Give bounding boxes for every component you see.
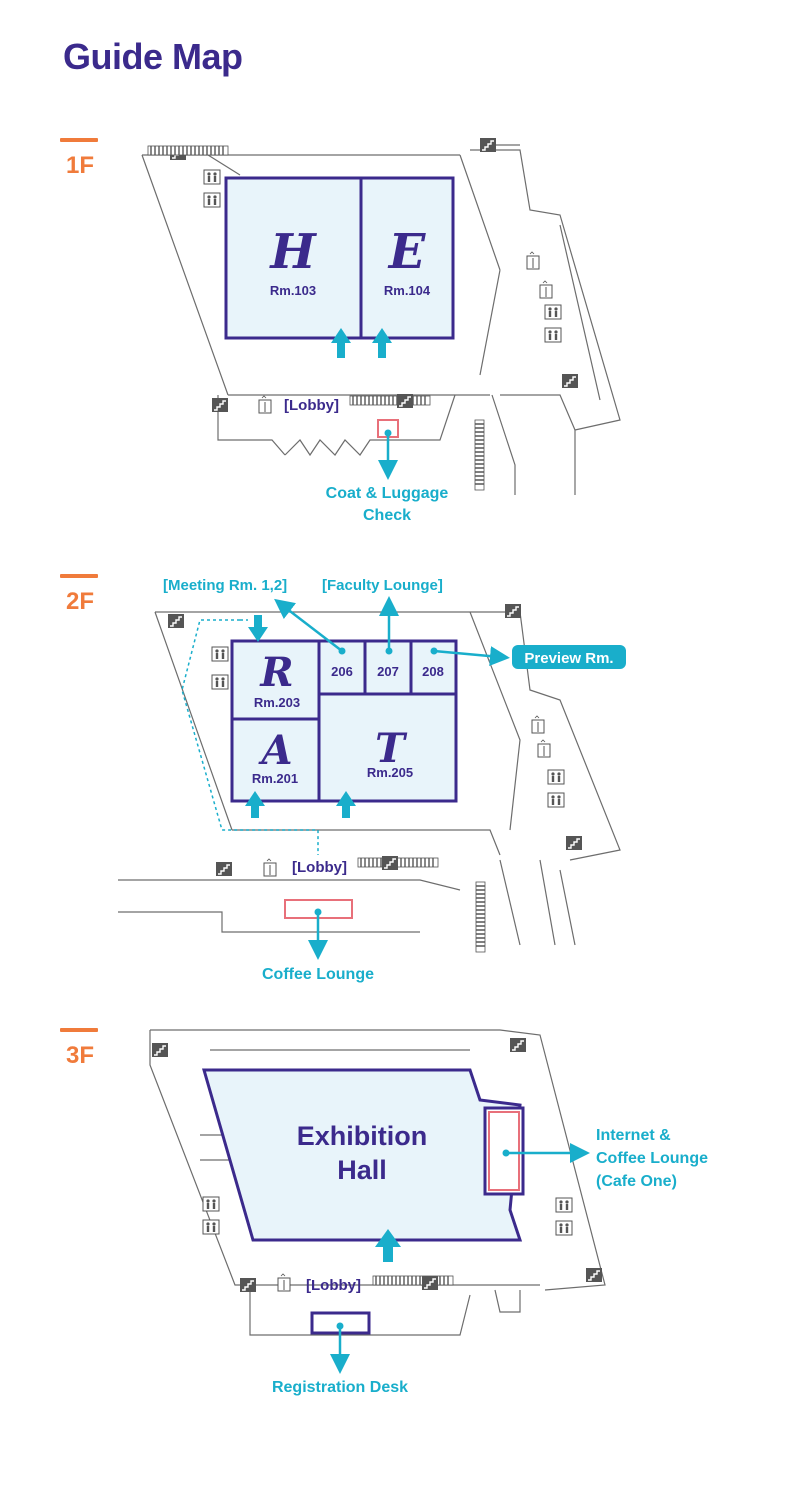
stairs-icon <box>211 397 229 413</box>
restroom-icon <box>555 1197 573 1213</box>
room-201 <box>230 717 321 803</box>
restroom-icon <box>202 1196 220 1212</box>
room-206-label: 206 <box>331 664 353 679</box>
floor-2f-bar <box>60 574 98 578</box>
lobby-2f-label: [Lobby] <box>292 859 347 876</box>
elevator-icon <box>537 739 551 758</box>
entry-arrow-3f <box>375 1229 401 1262</box>
elevator-icon <box>531 715 545 734</box>
gate-icon <box>147 145 229 156</box>
registration-desk-label: Registration Desk <box>272 1379 408 1396</box>
restroom-icon <box>547 792 565 808</box>
room-104-label: Rm.104 <box>384 283 431 298</box>
stairs-icon <box>509 1037 527 1053</box>
room-208-label: 208 <box>422 664 444 679</box>
escalator-icon <box>349 395 431 406</box>
stairs-icon <box>167 613 185 629</box>
elevator-icon <box>539 280 553 299</box>
restroom-icon <box>203 169 221 185</box>
stairs-icon <box>504 603 522 619</box>
room-e-letter: E <box>387 224 427 280</box>
restroom-icon <box>544 327 562 343</box>
meeting-room-label: [Meeting Rm. 1,2] <box>163 577 287 594</box>
stairs-icon <box>151 1042 169 1058</box>
escalator-icon <box>381 855 399 871</box>
elevator-icon <box>263 858 277 877</box>
room-a-letter: A <box>257 727 292 774</box>
page-title: Guide Map <box>63 36 243 77</box>
restroom-icon <box>544 304 562 320</box>
room-h-letter: H <box>268 224 317 280</box>
stairs-icon <box>215 861 233 877</box>
room-r-letter: R <box>259 649 293 696</box>
stairs-icon <box>475 881 486 953</box>
floor-3f-bar <box>60 1028 98 1032</box>
preview-room-badge <box>512 645 626 669</box>
room-205 <box>317 692 458 803</box>
restroom-icon <box>211 646 229 662</box>
restroom-icon <box>203 192 221 208</box>
faculty-lounge-label: [Faculty Lounge] <box>322 577 443 594</box>
lobby-3f-label: [Lobby] <box>306 1277 361 1294</box>
coat-check-label: Coat & Luggage <box>326 485 449 502</box>
room-104 <box>359 176 455 340</box>
floor-1f-label: 1F <box>66 152 95 179</box>
stairs-icon <box>565 835 583 851</box>
exhibition-hall-line1: Exhibition <box>297 1121 428 1151</box>
stairs-icon <box>474 419 485 491</box>
floor-1f-bar <box>60 138 98 142</box>
stairs-icon <box>585 1267 603 1283</box>
restroom-icon <box>211 674 229 690</box>
coat-check-label-2: Check <box>363 507 411 524</box>
elevator-icon <box>258 395 272 414</box>
lobby-1f-label: [Lobby] <box>284 397 339 414</box>
floor-3f-plan: Exhibition Hall Internet & Coffee Lounge… <box>149 1029 708 1396</box>
stairs-icon <box>239 1277 257 1293</box>
room-205-label: Rm.205 <box>367 765 413 780</box>
floor-2f-label: 2F <box>66 588 95 615</box>
internet-label-2: Coffee Lounge <box>596 1150 708 1167</box>
entry-arrows-2f <box>245 615 356 818</box>
internet-label-1: Internet & <box>596 1127 671 1144</box>
room-103-label: Rm.103 <box>270 283 316 298</box>
escalator-icon <box>396 393 414 409</box>
floor-1f-plan: H Rm.103 E Rm.104 [Lobby] Coat & Luggage… <box>141 137 621 524</box>
restroom-icon <box>202 1219 220 1235</box>
elevator-icon <box>277 1273 291 1292</box>
floor-2f-plan: R Rm.203 A Rm.201 T Rm.205 206 207 208 [… <box>118 577 626 983</box>
room-203-label: Rm.203 <box>254 695 300 710</box>
stairs-icon <box>561 373 579 389</box>
room-201-label: Rm.201 <box>252 771 298 786</box>
escalator-icon <box>372 1275 454 1286</box>
room-207-label: 207 <box>377 664 399 679</box>
entry-arrows-1f <box>331 328 392 358</box>
stairs-icon <box>479 137 497 153</box>
preview-room-label: Preview Rm. <box>524 650 613 667</box>
restroom-icon <box>547 769 565 785</box>
escalator-icon <box>421 1275 439 1291</box>
floor-3f-label: 3F <box>66 1042 95 1069</box>
coffee-lounge-label: Coffee Lounge <box>262 966 374 983</box>
elevator-icon <box>526 251 540 270</box>
internet-label-3: (Cafe One) <box>596 1173 677 1190</box>
exhibition-hall-line2: Hall <box>337 1155 387 1185</box>
room-t-letter: T <box>375 725 408 772</box>
restroom-icon <box>555 1220 573 1236</box>
